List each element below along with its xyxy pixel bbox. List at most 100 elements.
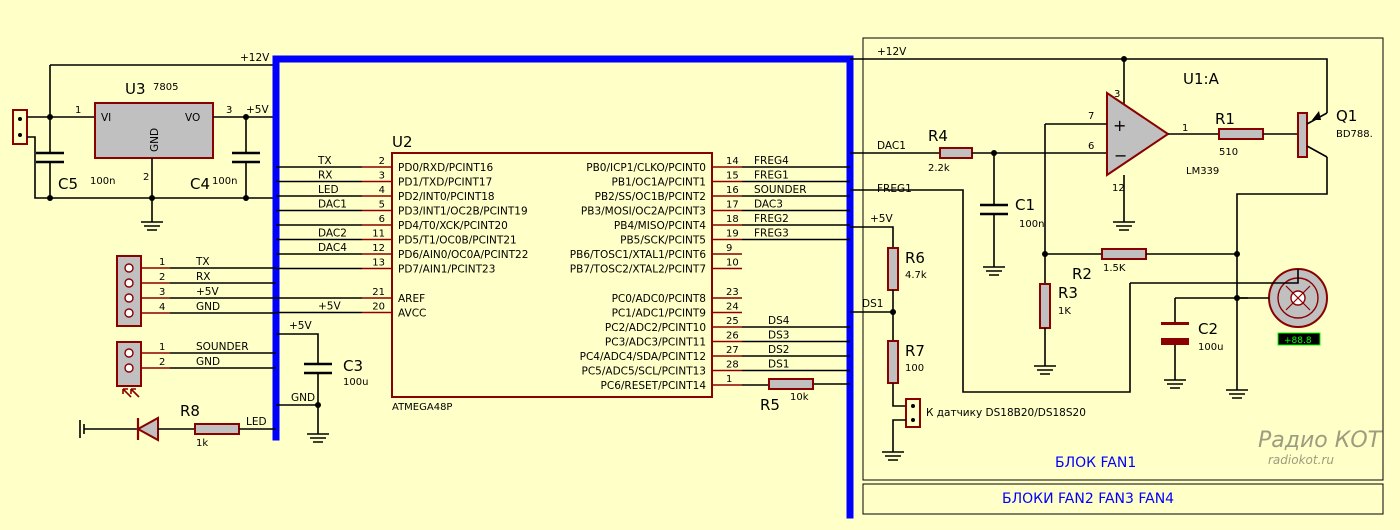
u2-net-pc-2: DS4 [768, 315, 790, 327]
u3-pin-vo-label: VO [185, 112, 200, 124]
u2-pin-num-pd-6: 12 [372, 243, 385, 254]
u1-pin1-num: 1 [1182, 123, 1188, 134]
c5-value: 100n [90, 176, 115, 187]
u2-pin-num-pb-1: 15 [726, 171, 739, 182]
u2-pin-num-pc-6: 1 [726, 374, 732, 385]
u3-pin3-num: 3 [226, 105, 232, 116]
c3-capacitor-group: +5V GND C3 100u [276, 320, 368, 443]
u2-pin-num-pb-4: 18 [726, 214, 739, 225]
u2-pin-num-pb-0: 14 [726, 156, 739, 167]
r1-value: 510 [1219, 147, 1238, 158]
u2-left-pins: 2PD0/RXD/PCINT16TX3PD1/TXD/PCINT17RX4PD2… [276, 155, 528, 320]
uart-net-1: RX [196, 271, 211, 283]
r1-resistor [1218, 128, 1264, 140]
u2-pin-num-pb-5: 19 [726, 229, 739, 240]
sounder-pin-num-0: 1 [159, 342, 165, 353]
u2-pin-name-pd-0: PD0/RXD/PCINT16 [398, 162, 493, 174]
u2-pin-name-pc-0: PC0/ADC0/PCINT8 [612, 293, 706, 305]
u2-pin-name-pb-4: PB4/MISO/PCINT4 [614, 220, 706, 232]
watermark-title: Радио КОТ [1258, 428, 1383, 453]
u2-pin-name-pc-4: PC4/ADC4/SDA/PCINT12 [580, 351, 706, 363]
u2-net-pd-2: LED [318, 184, 339, 196]
u1-value: LM339 [1186, 166, 1219, 177]
u2-pin-name-pb-1: PB1/OC1A/PCINT1 [612, 177, 706, 189]
u2-net-pwr-1: +5V [318, 301, 341, 313]
u2-pin-num-pd-7: 13 [372, 258, 385, 269]
probe-display [1277, 332, 1321, 346]
u2-pin-num-pwr-1: 20 [372, 302, 385, 313]
u2-pin-name-pc-2: PC2/ADC2/PCINT10 [605, 322, 706, 334]
r5-resistor [768, 378, 814, 390]
uart-pin-num-1: 2 [159, 272, 165, 283]
u2-pin-num-pc-2: 25 [726, 316, 739, 327]
c2-ref: C2 [1198, 320, 1218, 338]
r1-ref: R1 [1215, 110, 1235, 128]
u2-pin-num-pd-5: 11 [372, 229, 385, 240]
u2-net-pd-1: RX [318, 170, 333, 182]
u2-pin-name-pd-6: PD6/AIN0/OC0A/PCINT22 [398, 249, 528, 261]
c1-ref: C1 [1015, 196, 1035, 214]
u2-pin-num-pc-4: 27 [726, 345, 739, 356]
u2-pin-num-pc-0: 23 [726, 287, 739, 298]
net-freg1-fan-label: FREG1 [877, 183, 912, 195]
u2-pin-name-pc-1: PC1/ADC1/PCINT9 [612, 308, 706, 320]
net-gnd-c3-label: GND [291, 392, 315, 404]
u2-net-pc-3: DS3 [768, 330, 789, 342]
signal-bus [272, 55, 854, 519]
u3-ref: U3 [125, 80, 146, 98]
u1-plus: + [1113, 116, 1126, 135]
power-connector [12, 109, 28, 145]
u1-pin7-num: 7 [1088, 111, 1094, 122]
uart-net-0: TX [195, 256, 210, 268]
u2-pin-name-pc-6: PC6/RESET/PCINT14 [601, 380, 707, 392]
u2-pin-num-pb-2: 16 [726, 185, 739, 196]
u2-pin-name-pb-5: PB5/SCK/PCINT5 [620, 235, 706, 247]
u2-pin-num-pd-3: 5 [379, 200, 385, 211]
r5-resistor-group: R5 10k [760, 378, 814, 414]
u1-comparator [1106, 91, 1170, 177]
power-section: +12V C5 100n U3 7805 VI VO GND 1 3 2 +5V [12, 52, 276, 231]
u1-pin12-num: 12 [1112, 183, 1125, 194]
u2-pin-name-pd-1: PD1/TXD/PCINT17 [398, 177, 492, 189]
u2-net-pb-0: FREG4 [754, 155, 789, 167]
u2-net-pb-3: DAC3 [754, 199, 783, 211]
r6-value: 4.7k [905, 270, 927, 281]
sounder-net-0: SOUNDER [196, 341, 249, 353]
r4-resistor [939, 147, 973, 159]
uart-pin-num-3: 4 [159, 302, 165, 313]
fan234-block-frame [862, 483, 1384, 515]
sensor-connector-label: К датчику DS18B20/DS18S20 [926, 407, 1086, 419]
r8-resistor [194, 423, 240, 435]
c3-value: 100u [343, 377, 368, 388]
r8-ref: R8 [180, 402, 200, 420]
led-r8-group: R8 1k LED [79, 402, 276, 449]
sounder-connector-group: 1 SOUNDER 2 GND [116, 341, 276, 398]
u2-pin-name-pb-7: PB7/TOSC2/XTAL2/PCINT7 [570, 264, 706, 276]
u2-net-pc-4: DS2 [768, 344, 789, 356]
u2-pin-num-pd-0: 2 [379, 156, 385, 167]
c2-value: 100u [1198, 342, 1223, 353]
uart-pin-num-0: 1 [159, 257, 165, 268]
u2-net-pb-5: FREG3 [754, 228, 789, 240]
c1-value: 100n [1019, 219, 1044, 230]
u2-net-pb-1: FREG1 [754, 170, 789, 182]
q1-transistor [1297, 112, 1308, 158]
c4-value: 100n [212, 176, 237, 187]
net-ds1-fan-label: DS1 [862, 298, 883, 310]
u2-pin-num-pd-2: 4 [379, 185, 385, 196]
u2-pin-num-pb-3: 17 [726, 200, 739, 211]
u1-pin3-num: 3 [1114, 89, 1120, 100]
r7-value: 100 [905, 363, 924, 374]
r2-resistor [1101, 248, 1147, 260]
u3-pin2-num: 2 [143, 172, 149, 183]
sounder-pin-num-1: 2 [159, 357, 165, 368]
led-diode [135, 416, 159, 442]
sounder-net-1: GND [196, 356, 220, 368]
u2-pin-name-pb-6: PB6/TOSC1/XTAL1/PCINT6 [570, 249, 707, 261]
u2-pin-name-pd-5: PD5/T1/OC0B/PCINT21 [398, 235, 517, 247]
u3-pin1-num: 1 [75, 105, 81, 116]
q1-value: BD788. [1336, 129, 1373, 140]
u2-pin-num-pd-1: 3 [379, 171, 385, 182]
u3-value: 7805 [153, 82, 178, 93]
u2-net-pd-6: DAC4 [318, 242, 347, 254]
